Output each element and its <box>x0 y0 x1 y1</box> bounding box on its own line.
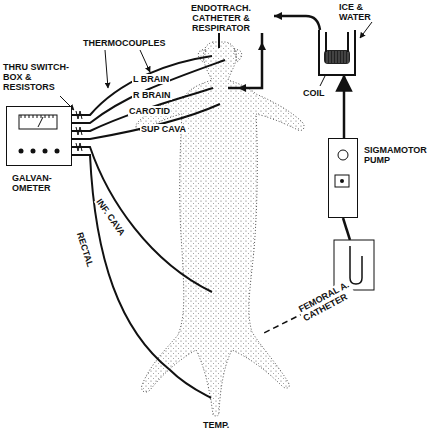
apparatus-label: ENDOTRACH. CATHETER & RESPIRATOR <box>168 3 274 33</box>
resistor-symbol <box>76 111 82 151</box>
tubing-connector <box>343 76 346 138</box>
wire-label: R BRAIN <box>132 90 172 100</box>
thermocouples-label: THERMOCOUPLES <box>82 38 174 48</box>
leader-line <box>360 22 372 38</box>
sigmamotor-pump: SIGMAMOTOR PUMP <box>328 138 358 218</box>
catheter-label: FEMORAL A. CATHETER <box>296 279 357 324</box>
node-label: SIGMAMOTOR PUMP <box>363 145 433 165</box>
wire-label: L BRAIN <box>132 74 170 84</box>
galvanometer-box: GALVAN- OMETER <box>6 106 72 166</box>
coil-label: COIL <box>302 88 326 98</box>
wire-label: SUP CAVA <box>140 124 187 134</box>
pump-tubing <box>343 218 350 240</box>
endotracheal-catheter <box>218 33 220 48</box>
flow-arrow <box>238 84 246 92</box>
thermocouple-wires <box>72 56 225 398</box>
node-label: GALVAN- OMETER <box>11 173 65 193</box>
leader-line <box>105 50 108 88</box>
switchbox-label: THRU SWITCH-BOX & RESISTORS <box>2 62 74 92</box>
ice-water-container: ICE & WATER <box>318 30 356 76</box>
wire-label: RECTAL <box>74 230 95 269</box>
u-tube <box>350 246 362 284</box>
dog-ears <box>198 50 241 62</box>
sigmamotor-pump-drawing <box>329 139 359 219</box>
node-label: ICE & WATER <box>338 2 386 22</box>
galvanometer-box-drawing <box>7 107 73 167</box>
wire-label: CAROTID <box>128 106 171 116</box>
temp-label: TEMP. <box>202 420 230 430</box>
ice-water-container-drawing <box>318 30 356 76</box>
leader-line <box>140 50 150 72</box>
